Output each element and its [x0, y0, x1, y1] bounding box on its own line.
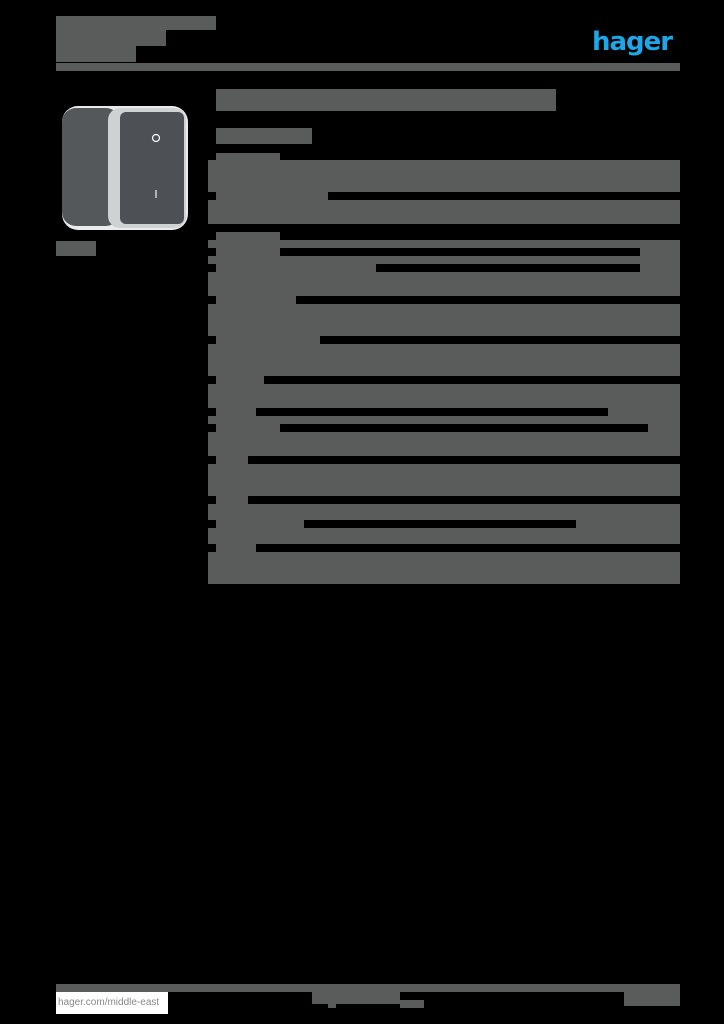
- on-symbol-icon: [155, 190, 157, 198]
- footer-center-mark: [328, 1000, 336, 1008]
- spec-row: [216, 296, 296, 306]
- spec-row: [208, 504, 680, 520]
- spec-row: [216, 232, 280, 242]
- spec-row: [208, 240, 680, 248]
- product-subtitle: [216, 128, 312, 144]
- spec-row: [216, 336, 320, 346]
- spec-row: [608, 408, 680, 418]
- spec-row: [648, 424, 680, 434]
- spec-row: [216, 496, 248, 506]
- spec-row: [216, 456, 248, 466]
- spec-row: [208, 344, 680, 376]
- spec-row: [216, 544, 256, 554]
- spec-row: [216, 424, 280, 434]
- spec-row: [216, 520, 304, 530]
- footer-url-link[interactable]: hager.com/middle-east: [56, 992, 168, 1014]
- spec-row: [208, 272, 680, 296]
- footer-center-mark-2: [400, 1000, 424, 1008]
- spec-row: [208, 160, 680, 192]
- spec-row: [216, 248, 280, 258]
- spec-row: [216, 408, 256, 418]
- spec-row: [208, 200, 680, 224]
- image-caption: [56, 241, 96, 256]
- hager-logo: hager: [592, 27, 673, 57]
- spec-row: [216, 153, 280, 163]
- header-rule: [56, 63, 680, 71]
- spec-row: [576, 520, 680, 530]
- spec-row: [208, 552, 680, 584]
- product-title: [216, 89, 556, 111]
- spec-row: [208, 416, 680, 424]
- spec-row: [208, 432, 680, 456]
- spec-row: [208, 384, 680, 408]
- spec-row: [216, 264, 376, 274]
- off-symbol-icon: [151, 133, 161, 143]
- spec-row: [208, 528, 680, 544]
- header-subtitle-2: [56, 40, 136, 62]
- spec-row: [640, 248, 680, 258]
- spec-row: [208, 304, 680, 336]
- footer-center-text: [312, 990, 400, 1004]
- footer-rule: [56, 984, 680, 992]
- product-image: [62, 106, 188, 230]
- spec-row: [216, 376, 264, 386]
- spec-row: [208, 464, 680, 496]
- spec-row: [208, 256, 680, 264]
- footer-page-info: [624, 990, 680, 1006]
- spec-row: [216, 190, 328, 202]
- spec-row: [640, 264, 680, 274]
